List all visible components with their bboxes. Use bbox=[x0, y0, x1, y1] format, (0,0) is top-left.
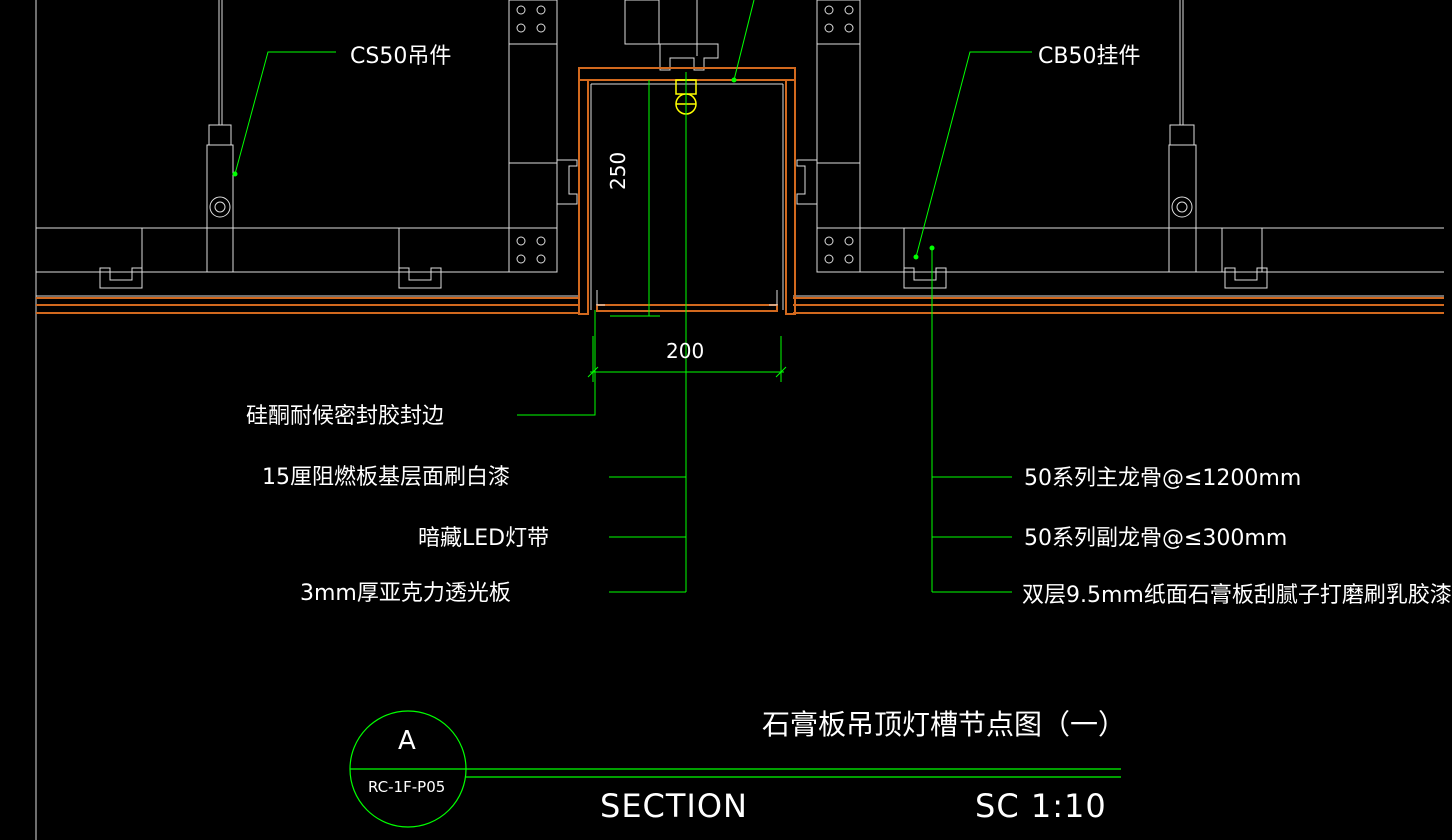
drawing-title: 石膏板吊顶灯槽节点图（一） bbox=[762, 708, 1127, 741]
leader-lines bbox=[232, 0, 1032, 593]
scale-label: SC 1:10 bbox=[975, 787, 1107, 825]
detail-letter: A bbox=[398, 726, 416, 756]
cs50-hanger-label: CS50吊件 bbox=[350, 44, 452, 69]
led-strip-label: 暗藏LED灯带 bbox=[418, 526, 550, 551]
silicone-sealant-label: 硅酮耐候密封胶封边 bbox=[246, 404, 445, 429]
height-dimension-label: 250 bbox=[606, 151, 630, 190]
left-keel-band bbox=[36, 227, 580, 297]
right-post bbox=[796, 0, 861, 273]
top-center-post bbox=[624, 0, 719, 71]
width-dimension-label: 200 bbox=[666, 339, 705, 363]
left-hanger bbox=[206, 0, 234, 273]
dimension-lines bbox=[587, 80, 787, 382]
light-trough bbox=[578, 67, 796, 315]
cb50-clip-label: CB50挂件 bbox=[1038, 44, 1141, 69]
title-block bbox=[349, 710, 1121, 828]
right-hanger bbox=[1168, 0, 1197, 273]
sheet-reference: RC-1F-P05 bbox=[368, 778, 446, 796]
acrylic-panel-label: 3mm厚亚克力透光板 bbox=[300, 581, 511, 606]
gypsum-board-label: 双层9.5mm纸面石膏板刮腻子打磨刷乳胶漆 bbox=[1022, 583, 1452, 608]
fireboard-label: 15厘阻燃板基层面刷白漆 bbox=[262, 465, 510, 490]
gypsum-board-layers bbox=[36, 297, 1444, 314]
right-keel-band bbox=[793, 227, 1444, 297]
main-keel-label: 50系列主龙骨@≤1200mm bbox=[1024, 466, 1302, 491]
section-label: SECTION bbox=[600, 787, 748, 825]
left-post bbox=[508, 0, 578, 273]
sub-keel-label: 50系列副龙骨@≤300mm bbox=[1024, 526, 1288, 551]
